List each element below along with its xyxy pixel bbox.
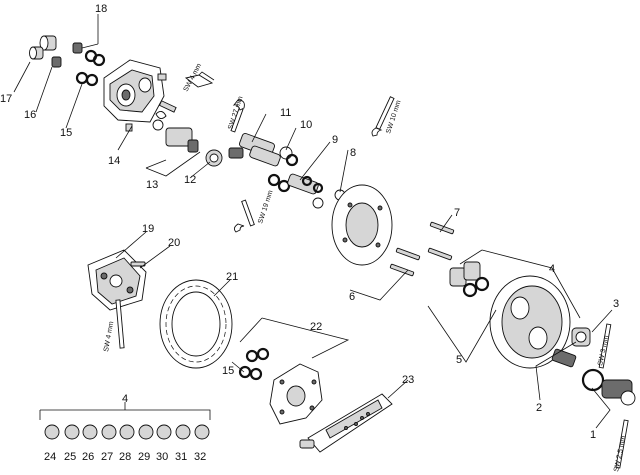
part-5-trim-plate [489,275,571,369]
wrench-sw25 [615,419,629,469]
label-15-bottom: 15 [222,365,234,377]
part-24-32-buttons [44,424,210,440]
label-2: 2 [536,402,542,414]
part-13-cartridge [152,100,199,153]
label-5: 5 [456,354,462,366]
tool-label-sw4-left: SW 4 mm [103,321,115,353]
label-31: 31 [175,451,187,463]
label-6: 6 [349,291,355,303]
label-11: 11 [280,107,291,119]
part-22-gasket [269,363,323,425]
label-1: 1 [590,429,596,441]
part-14-valve-body [103,59,167,132]
part-11-10-cartridges [228,133,299,167]
label-7: 7 [454,207,460,219]
label-23: 23 [402,374,414,386]
label-4-right: 4 [549,263,555,275]
leader-lines [13,14,613,429]
part-6-plate [331,184,393,266]
label-24: 24 [44,451,56,463]
label-8: 8 [350,147,356,159]
label-25: 25 [64,451,76,463]
part-screws [389,221,455,277]
label-9: 9 [332,134,338,146]
label-30: 30 [156,451,168,463]
part-15-bottom-orings [238,347,270,381]
part-4-adapters [449,261,490,298]
part-21-frame-ring [159,279,233,369]
part-17-18-caps [29,35,83,68]
tool-label-sw19: SW 19 mm [257,189,274,224]
label-13: 13 [146,179,158,191]
label-28: 28 [119,451,131,463]
part-3-sleeve [571,327,591,347]
label-16: 16 [24,109,36,121]
label-3: 3 [613,298,619,310]
part-1-handle [581,368,636,406]
part-19-20-bracket [87,249,147,311]
wrench-sw10 [371,96,395,137]
label-21: 21 [226,271,238,283]
label-27: 27 [101,451,113,463]
part-23-template [299,393,393,453]
label-18: 18 [95,3,107,15]
label-10: 10 [300,119,312,131]
label-17: 17 [0,93,12,105]
part-15-orings [75,49,106,87]
wrench-sw4-top [184,71,215,88]
label-32: 32 [194,451,206,463]
wrench-sw19 [233,199,255,233]
wrench-sw3 [598,323,612,369]
label-4-left: 4 [122,393,128,405]
label-12: 12 [184,174,196,186]
tool-label-sw3: SW 3 mm [597,335,610,367]
part-2-spline [551,348,577,368]
part-labels: 18 17 16 15 14 13 12 11 10 9 8 7 6 5 4 3… [0,3,619,463]
label-20: 20 [168,237,180,249]
part-9-8-extensions [267,173,346,209]
wrench-sw4-left [115,299,125,349]
tool-label-sw25: SW 2,5 mm [613,435,627,472]
label-14: 14 [108,155,120,167]
label-15-top: 15 [60,127,72,139]
label-22: 22 [310,321,322,333]
wrench-sw27 [230,99,245,133]
label-19: 19 [142,223,154,235]
label-26: 26 [82,451,94,463]
label-29: 29 [138,451,150,463]
